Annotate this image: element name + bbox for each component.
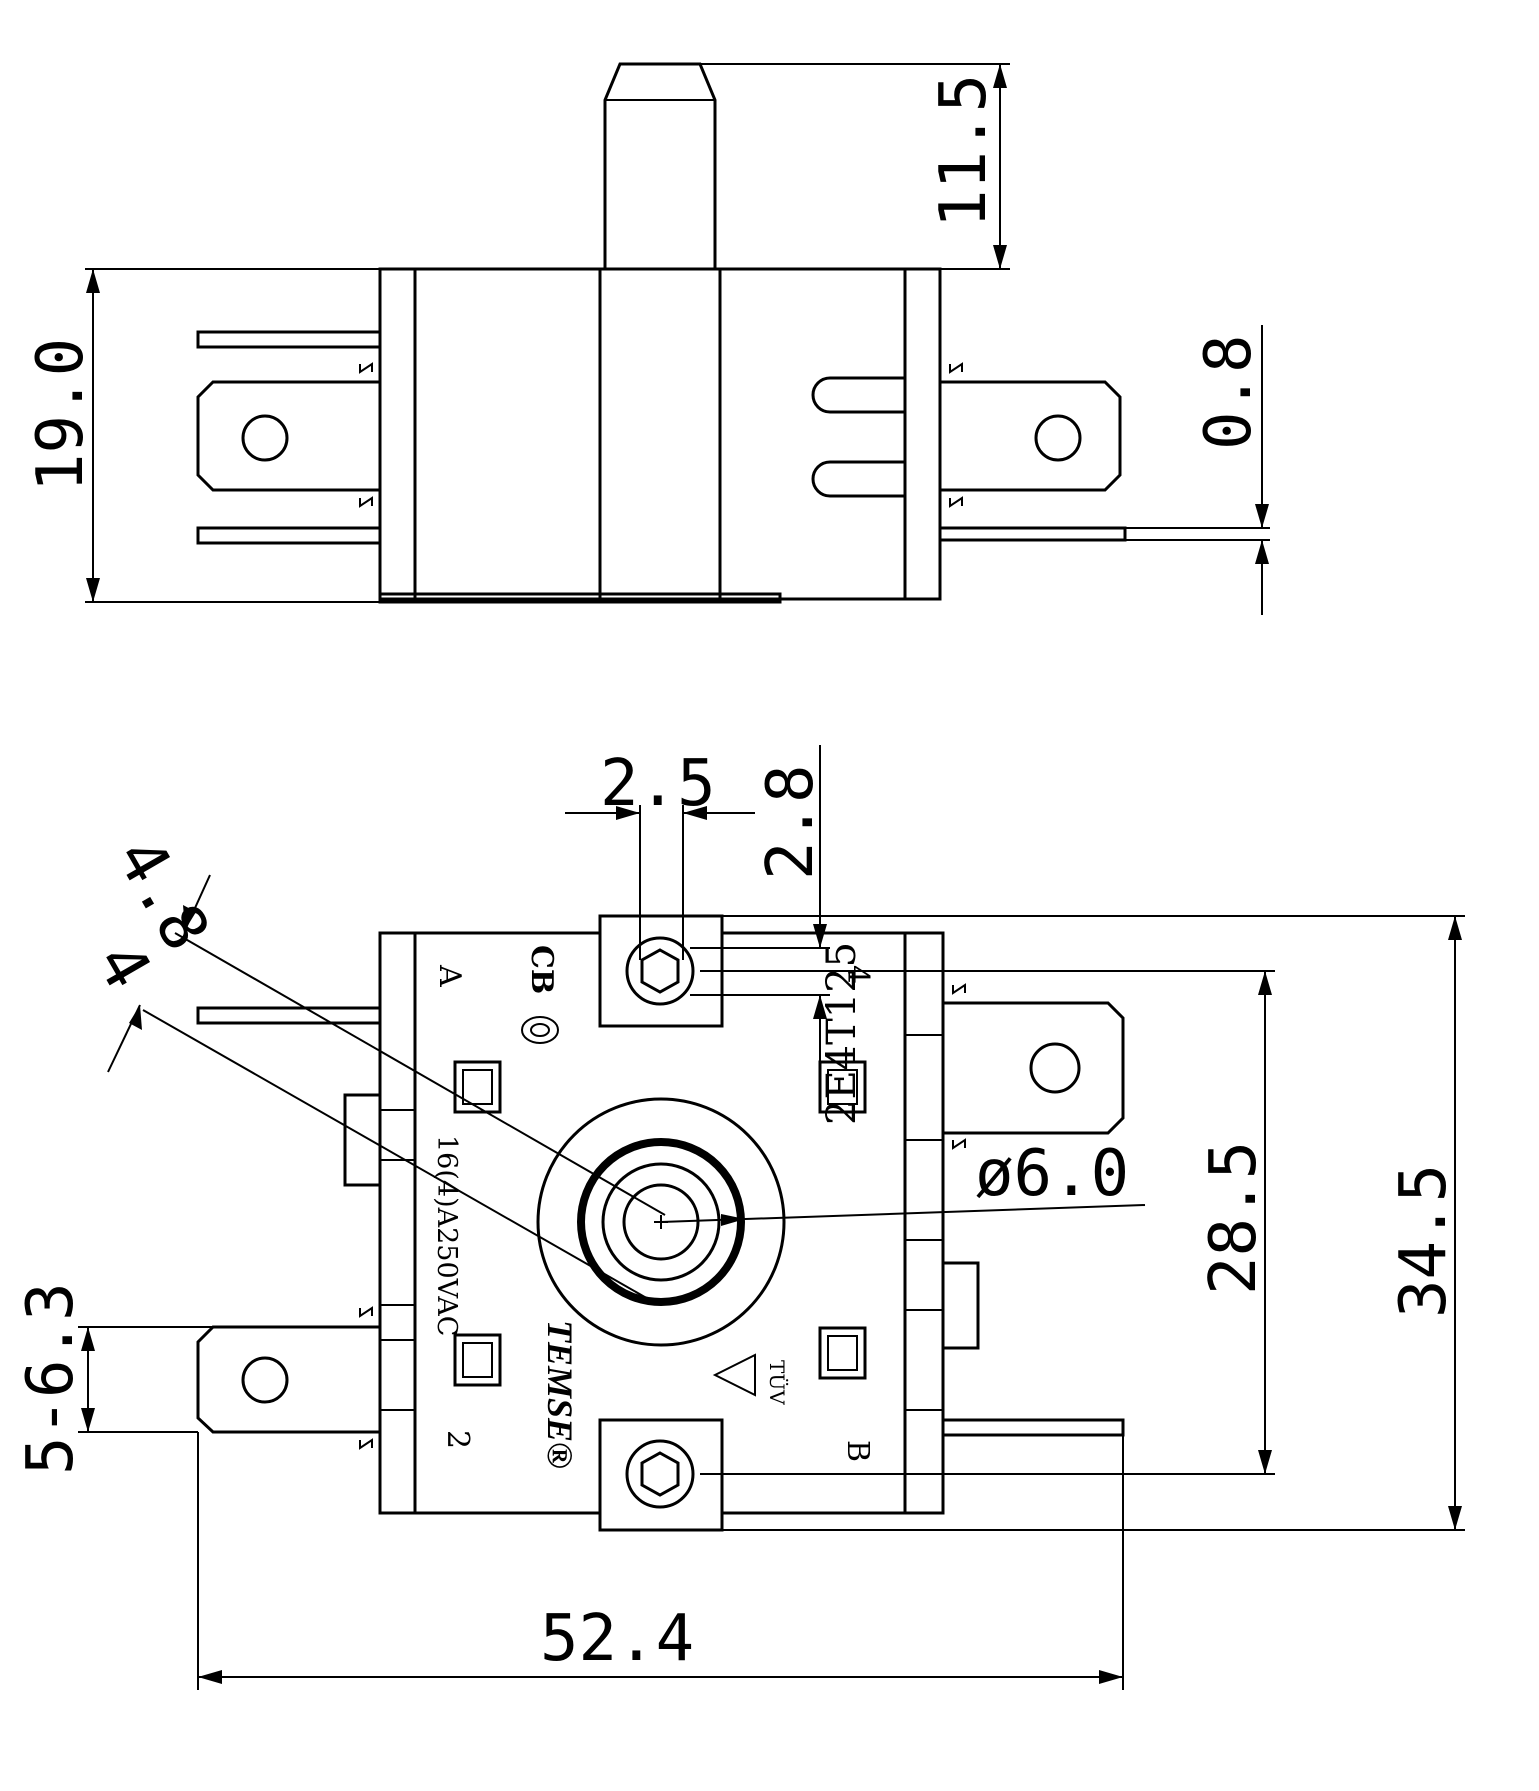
marking-rating: 16(4)A250VAC: [431, 1135, 462, 1336]
dim-pitch-mid: 28.5: [1197, 1141, 1271, 1295]
side-view: 11.5 19.0 0.8: [24, 62, 1270, 615]
cert-mark-icon: [521, 1016, 559, 1044]
knob-outer-ring: [536, 1097, 786, 1347]
dim-total-height: 34.5: [1387, 1164, 1461, 1318]
dim-terminal-thickness: 0.8: [1192, 334, 1266, 450]
front-view: A CB 16(4)A250VAC 2 TEMSE® 4 2E4T125 TÜV…: [14, 745, 1465, 1690]
marking-brand: TEMSE®: [540, 1320, 580, 1469]
marking-4: 4: [840, 965, 875, 984]
dim-angle-outer: 4.8: [101, 826, 223, 963]
dim-angle-inner: 4: [81, 931, 164, 1001]
dim-shaft-diameter: ø6.0: [975, 1137, 1129, 1211]
side-left-terminal: [196, 380, 380, 492]
svg-text:TÜV: TÜV: [765, 1360, 790, 1405]
dim-terminal-width: 5-6.3: [14, 1282, 88, 1475]
dim-gap-b: 2.8: [754, 764, 828, 880]
side-right-terminal: [940, 380, 1122, 492]
marking-model: 2E4T125: [819, 942, 865, 1125]
side-body: [378, 267, 942, 601]
marking-b: B: [840, 1440, 875, 1462]
dim-body-height: 19.0: [24, 338, 98, 492]
marking-a: A: [432, 964, 467, 987]
front-right-terminal: [943, 1001, 1125, 1135]
side-shaft: [603, 62, 717, 269]
front-left-terminal: [196, 1325, 380, 1434]
marking-2: 2: [440, 1430, 475, 1449]
dim-top-height: 11.5: [927, 74, 1001, 228]
tuv-mark-icon: TÜV: [712, 1353, 790, 1405]
shaft: [622, 1183, 700, 1261]
knob-ring: [577, 1138, 745, 1306]
dim-total-width: 52.4: [540, 1602, 694, 1676]
marking-cb: CB: [524, 945, 559, 994]
dim-gap-a: 2.5: [600, 747, 716, 821]
